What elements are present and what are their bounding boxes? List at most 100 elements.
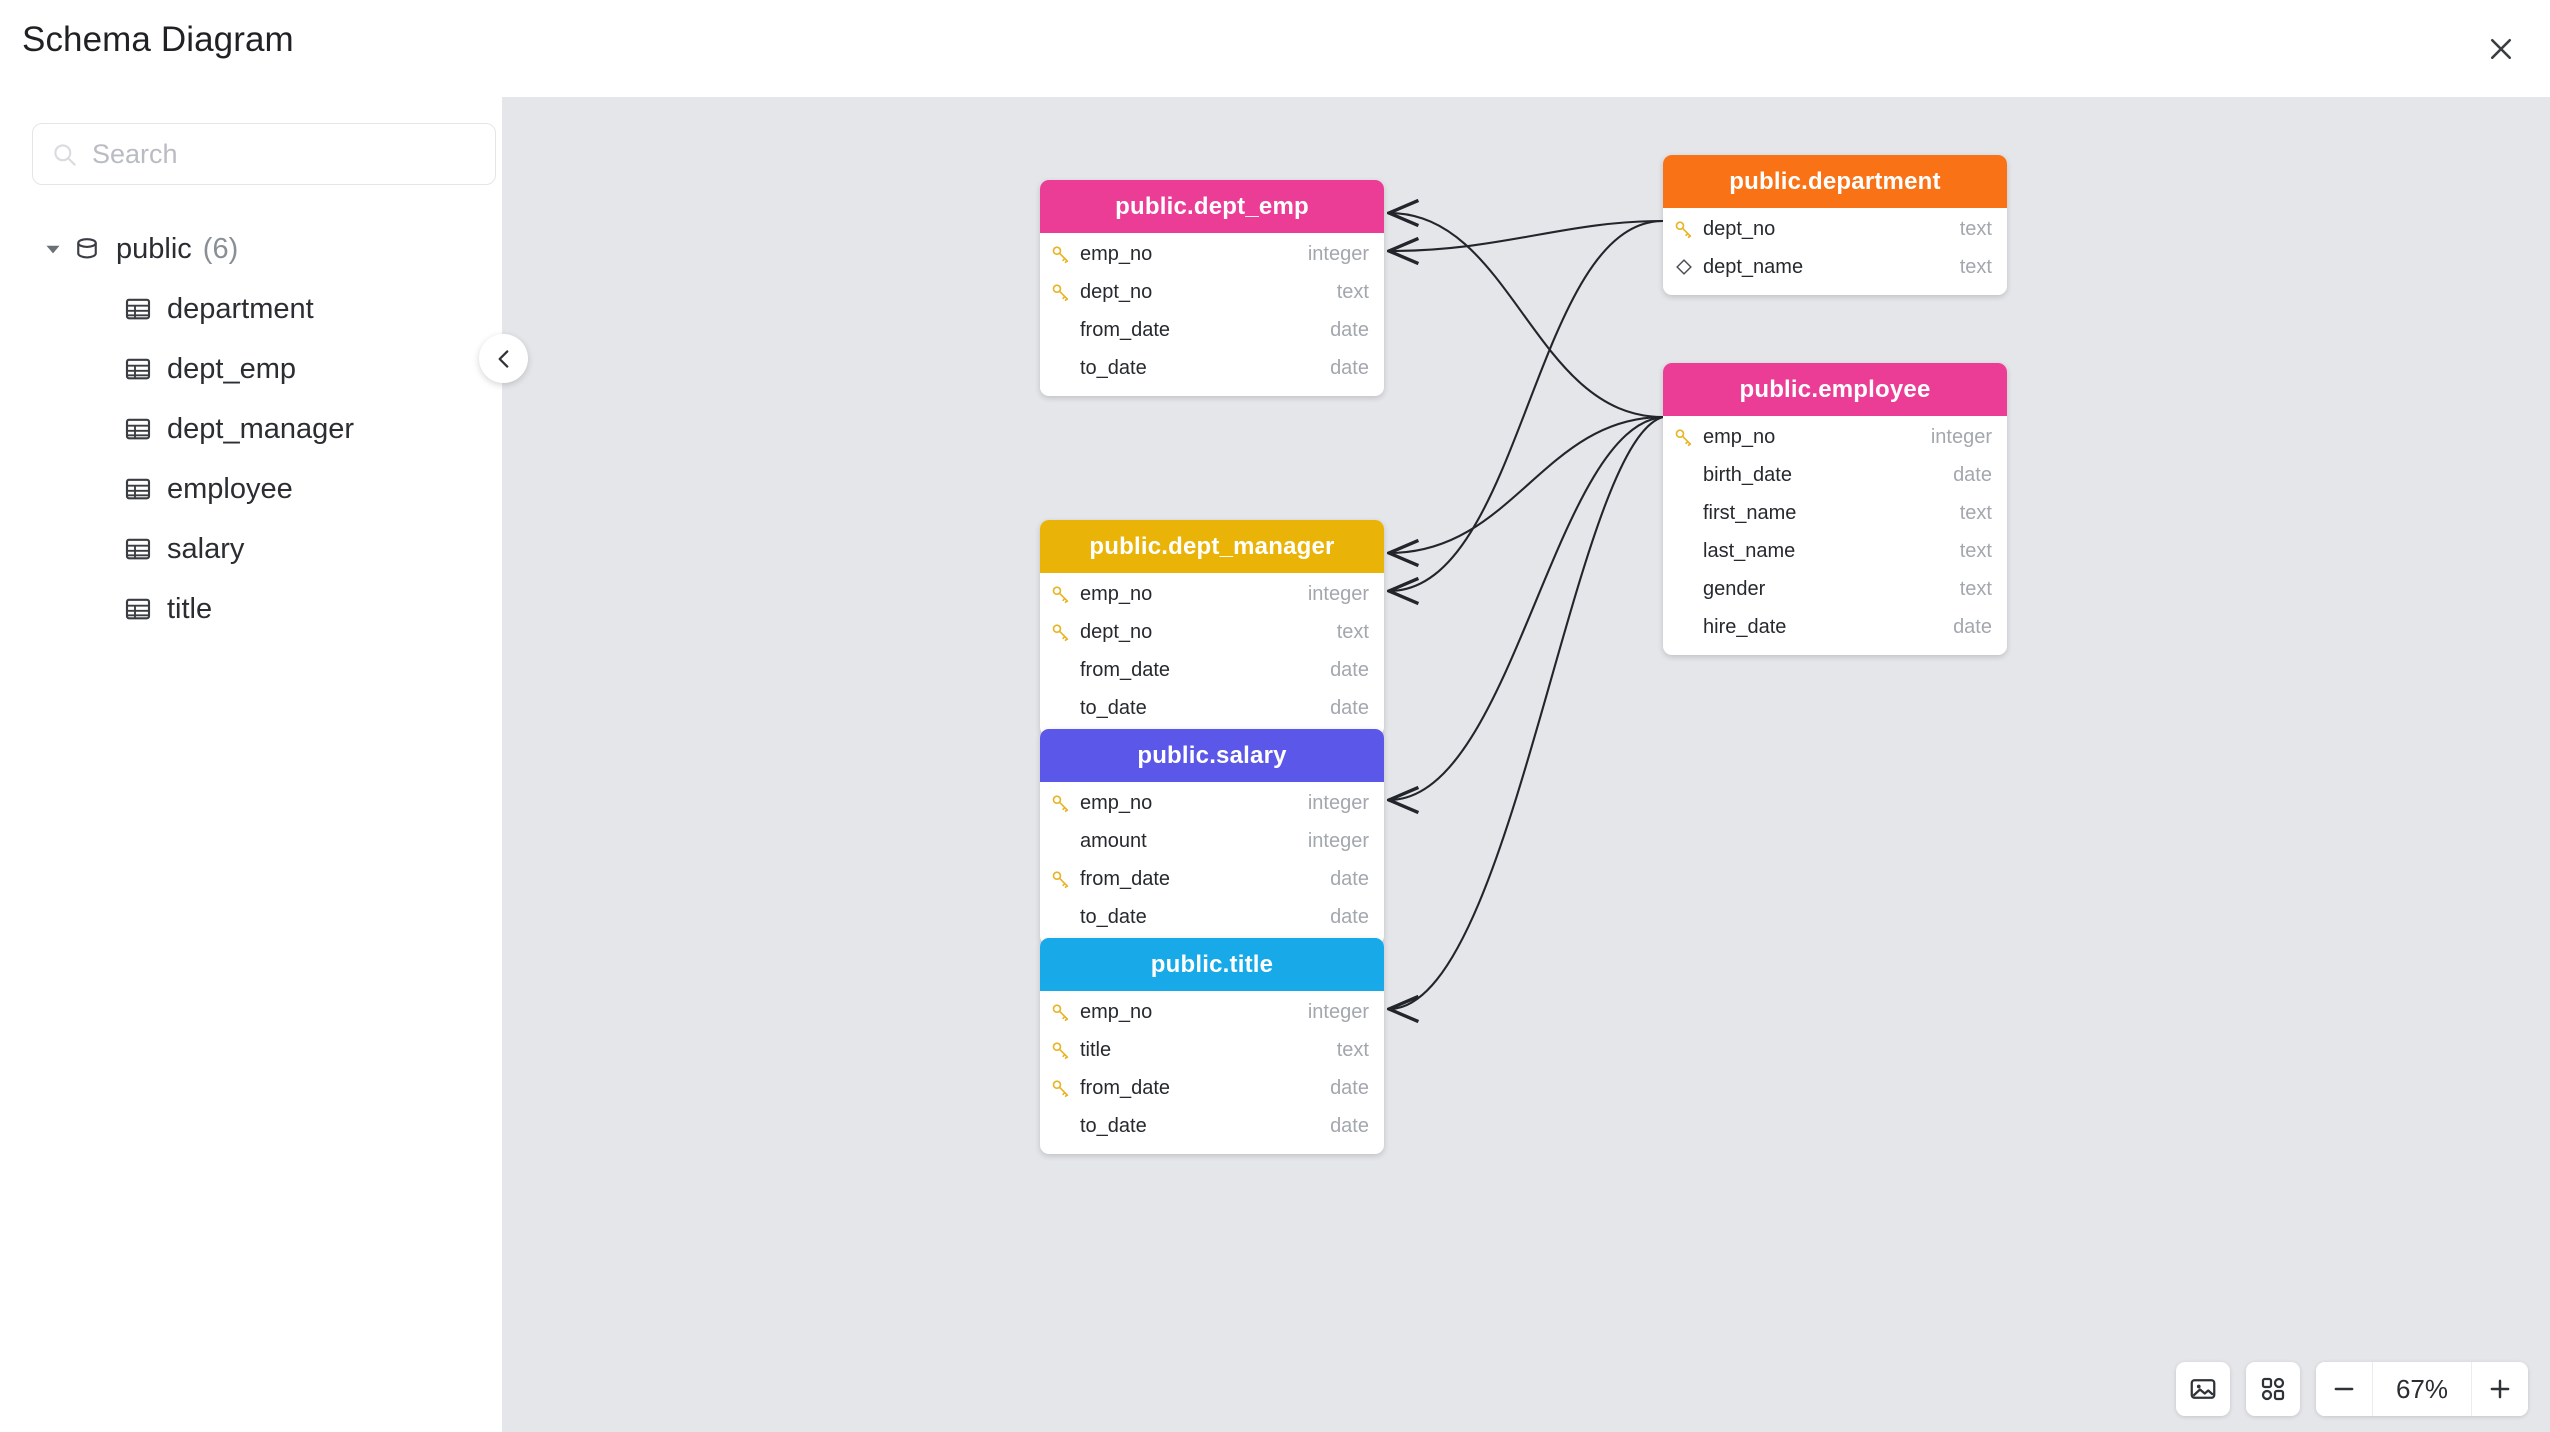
column-name: last_name [1703,539,1796,562]
zoom-out-button[interactable] [2316,1362,2372,1416]
zoom-in-button[interactable] [2472,1362,2528,1416]
plus-icon [2490,1379,2510,1399]
database-icon [77,238,97,259]
column-name: to_date [1080,1114,1147,1137]
relationship-edges [503,97,1664,1432]
key-icon [1052,1080,1069,1098]
sidebar-item-dept_emp[interactable]: dept_emp [0,339,503,399]
column-name: gender [1703,577,1766,600]
column-type: integer [1307,829,1369,852]
zoom-control-group: 67% [2316,1362,2528,1416]
table-card-header[interactable]: public.dept_emp [1040,180,1384,233]
table-card-header[interactable]: public.department [1663,155,2007,208]
column-name: emp_no [1080,582,1153,605]
sidebar-item-label: title [167,592,213,625]
close-button[interactable] [2474,22,2528,76]
column-type: integer [1307,242,1369,265]
edge-title-employee [1389,415,1664,1009]
table-card-header[interactable]: public.employee [1663,363,2007,416]
page-title: Schema Diagram [22,20,294,59]
export-image-button[interactable] [2176,1362,2230,1416]
column-type: date [1330,905,1369,928]
column-name: emp_no [1080,1000,1153,1023]
zoom-level-label[interactable]: 67% [2372,1362,2472,1416]
column-type: date [1953,463,1992,486]
chevron-left-icon [498,349,508,368]
table-card-header[interactable]: public.title [1040,938,1384,991]
column-row[interactable]: from_date date [1040,311,1384,349]
table-icon [125,298,151,320]
column-type: text [1336,620,1369,643]
collapse-sidebar-button[interactable] [479,334,528,383]
column-name: from_date [1080,318,1171,341]
column-row[interactable]: emp_no integer [1040,575,1384,613]
column-type: integer [1930,425,1992,448]
column-name: from_date [1080,658,1171,681]
column-type: date [1330,318,1369,341]
table-card-header[interactable]: public.salary [1040,729,1384,782]
sidebar-item-department[interactable]: department [0,279,503,339]
column-type: text [1336,1038,1369,1061]
column-name: dept_no [1080,280,1153,303]
edge-dept_emp-employee [1389,213,1664,419]
tree-node-public[interactable]: public (6) [0,219,503,279]
key-icon [1052,624,1069,642]
column-name: to_date [1080,356,1147,379]
table-icon [125,418,151,440]
column-row[interactable]: last_name text [1663,532,2007,570]
column-type: text [1959,539,1992,562]
layout-button[interactable] [2246,1362,2300,1416]
column-name: dept_no [1703,217,1776,240]
key-icon [1052,246,1069,264]
edge-dept_emp-department [1389,219,1664,251]
column-name: to_date [1080,905,1147,928]
column-row[interactable]: to_date date [1040,1107,1384,1145]
sidebar-item-employee[interactable]: employee [0,459,503,519]
canvas-toolbar: 67% [2176,1362,2528,1416]
search-input[interactable] [92,138,472,170]
key-icon [1675,429,1692,447]
table-icon [125,538,151,560]
search-box[interactable] [32,123,496,185]
column-type: integer [1307,582,1369,605]
sidebar-item-title[interactable]: title [0,579,503,639]
sidebar-item-dept_manager[interactable]: dept_manager [0,399,503,459]
minus-icon [2334,1387,2354,1391]
table-card-header[interactable]: public.dept_manager [1040,520,1384,573]
column-row[interactable]: to_date date [1040,898,1384,936]
sidebar-item-salary[interactable]: salary [0,519,503,579]
sidebar-item-label: employee [167,472,293,505]
column-name: hire_date [1703,615,1787,638]
column-type: text [1959,501,1992,524]
column-type: date [1330,1114,1369,1137]
